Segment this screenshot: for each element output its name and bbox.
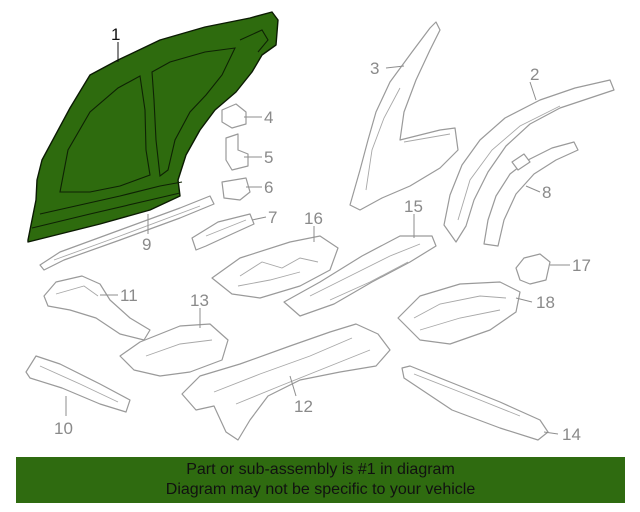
part-16-floor-panel[interactable] <box>211 235 339 299</box>
part-1-side-panel[interactable] <box>27 11 279 243</box>
banner-line-2: Diagram may not be specific to your vehi… <box>165 481 476 498</box>
part-14-sill-member[interactable] <box>401 365 549 441</box>
callout-9: 9 <box>142 235 151 254</box>
callout-labels: 1 2 3 4 5 6 7 8 9 10 11 12 13 14 15 16 1… <box>54 25 591 444</box>
part-2-roof-rail[interactable] <box>443 79 615 243</box>
part-18-rear-floor[interactable] <box>397 281 521 345</box>
part-17-bracket[interactable] <box>515 253 551 285</box>
callout-11: 11 <box>120 286 138 305</box>
callout-17: 17 <box>572 256 591 275</box>
part-7-bracket[interactable] <box>191 213 255 251</box>
callout-13: 13 <box>190 291 209 310</box>
callout-14: 14 <box>562 425 581 444</box>
callout-5: 5 <box>264 148 273 167</box>
callout-1: 1 <box>111 25 120 44</box>
callout-12: 12 <box>294 397 313 416</box>
banner-line-1: Part or sub-assembly is #1 in diagram <box>186 461 455 478</box>
callout-18: 18 <box>536 293 555 312</box>
part-6-bracket[interactable] <box>221 177 251 201</box>
part-3-a-pillar[interactable] <box>349 21 459 211</box>
callout-15: 15 <box>404 197 423 216</box>
leader-lines <box>65 42 570 435</box>
callout-8: 8 <box>542 183 551 202</box>
part-8-b-pillar[interactable] <box>483 141 579 247</box>
callout-2: 2 <box>530 65 539 84</box>
callout-16: 16 <box>304 209 323 228</box>
callout-3: 3 <box>370 59 379 78</box>
part-15-center-floor[interactable] <box>283 235 437 317</box>
part-5-bracket[interactable] <box>225 133 249 171</box>
part-9-rocker[interactable] <box>39 195 215 271</box>
parts-diagram: 1 2 3 4 5 6 7 8 9 10 11 12 13 14 15 16 1… <box>25 11 615 444</box>
fitment-banner: Part or sub-assembly is #1 in diagram Di… <box>16 457 625 503</box>
callout-10: 10 <box>54 419 73 438</box>
callout-7: 7 <box>268 208 277 227</box>
part-4-bracket[interactable] <box>221 103 247 129</box>
part-13-floor-section[interactable] <box>119 323 229 377</box>
part-12-center-floor[interactable] <box>181 323 391 441</box>
part-11-bracket[interactable] <box>43 275 151 341</box>
callout-4: 4 <box>264 108 273 127</box>
part-10-cross-member[interactable] <box>25 355 131 413</box>
callout-6: 6 <box>264 178 273 197</box>
